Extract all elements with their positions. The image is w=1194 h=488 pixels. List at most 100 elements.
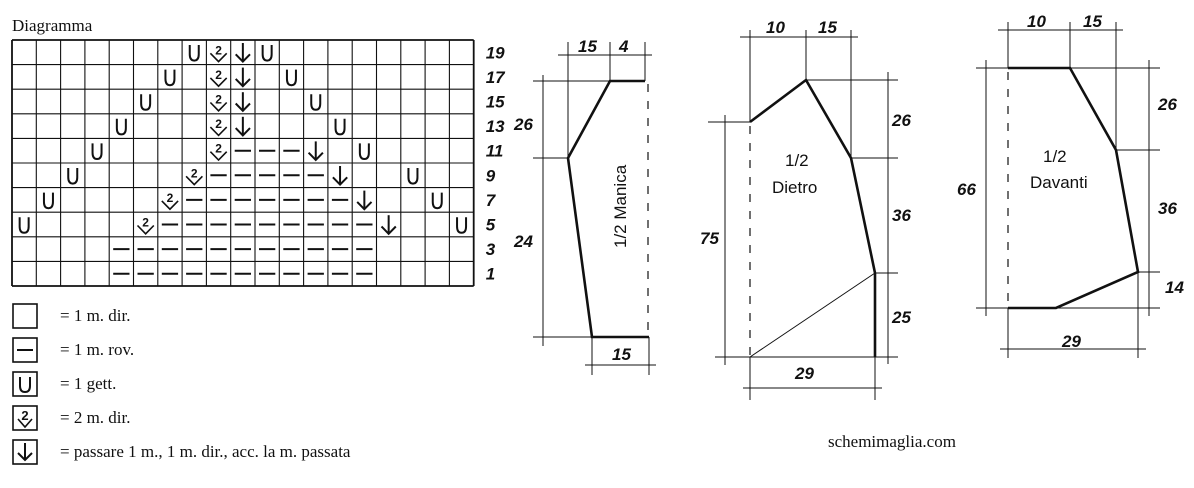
- yarnover-symbol: [67, 168, 79, 185]
- yarnover-symbol: [164, 69, 176, 87]
- front-dim-right-top: 26: [1157, 95, 1177, 114]
- row-number: 5: [486, 216, 496, 235]
- legend-row-yarnover: = 1 gett.: [12, 371, 532, 399]
- skp-symbol: [234, 116, 251, 137]
- svg-text:2: 2: [215, 43, 222, 57]
- sleeve-dim-bottom: 15: [612, 345, 631, 364]
- front-schematic: 10 15 26 36 14 66 29 1/2 Davanti: [957, 12, 1184, 358]
- yarnover-symbol: [334, 118, 346, 136]
- back-dim-bottom: 29: [794, 364, 814, 383]
- yarnover-symbol: [42, 192, 54, 210]
- back-dim-left: 75: [700, 229, 719, 248]
- empty-square-icon: [12, 303, 38, 329]
- svg-text:2: 2: [191, 166, 198, 180]
- row-number: 9: [486, 166, 496, 185]
- yarnover-symbol: [91, 143, 103, 161]
- sleeve-dim-upper: 26: [513, 115, 533, 134]
- row-number: 19: [486, 43, 505, 62]
- yarnover-symbol: [431, 192, 443, 210]
- legend-row-k2tog: 2 = 2 m. dir.: [12, 405, 532, 433]
- legend-text-yarnover: = 1 gett.: [60, 374, 117, 393]
- dash-square-icon: [12, 337, 38, 363]
- svg-text:2: 2: [167, 191, 174, 205]
- legend-text-purl: = 1 m. rov.: [60, 340, 135, 359]
- sleeve-label: 1/2 Manica: [611, 164, 630, 248]
- yarnover-symbol: [285, 69, 297, 87]
- front-label-name: Davanti: [1030, 173, 1088, 192]
- svg-text:2: 2: [142, 216, 149, 230]
- row-number: 1: [486, 265, 495, 284]
- back-dim-right-mid: 36: [892, 206, 911, 225]
- front-dim-top-left: 10: [1027, 12, 1046, 31]
- k2tog-symbol: 2: [209, 93, 228, 112]
- chart-symbols: 2 2 2 2 2 2 2 2: [18, 43, 468, 275]
- legend-row-skp: = passare 1 m., 1 m. dir., acc. la m. pa…: [12, 439, 532, 467]
- row-number: 7: [486, 191, 497, 210]
- yarnover-symbol: [115, 118, 127, 136]
- yarnover-symbol: [188, 45, 200, 62]
- svg-text:2: 2: [215, 68, 222, 82]
- legend-text-skp: = passare 1 m., 1 m. dir., acc. la m. pa…: [60, 442, 351, 461]
- legend-row-knit: = 1 m. dir.: [12, 303, 532, 331]
- svg-text:2: 2: [215, 117, 222, 131]
- yarnover-symbol: [18, 217, 30, 234]
- stitch-chart: 2 2 2 2 2 2 2 2 19 17 15 13 11 9 7 5 3 1: [11, 39, 506, 287]
- skp-symbol: [307, 141, 324, 162]
- skp-symbol: [356, 190, 373, 211]
- yarnover-symbol: [261, 45, 273, 62]
- row-number: 11: [486, 142, 504, 161]
- back-label-name: Dietro: [772, 178, 817, 197]
- front-label-fraction: 1/2: [1043, 147, 1067, 166]
- down-arrow-square-icon: [12, 439, 38, 465]
- back-dim-top-right: 15: [818, 18, 837, 37]
- chart-row-numbers: 19 17 15 13 11 9 7 5 3 1: [486, 43, 506, 283]
- back-schematic: 10 15 26 36 25 75 29 1/2 Dietro: [700, 18, 911, 400]
- back-dim-top-left: 10: [766, 18, 785, 37]
- skp-symbol: [234, 92, 251, 113]
- k2tog-symbol: 2: [209, 117, 228, 137]
- skp-symbol: [234, 43, 251, 64]
- row-number: 15: [486, 93, 505, 112]
- legend-text-knit: = 1 m. dir.: [60, 306, 131, 325]
- sleeve-outline: [566, 79, 649, 339]
- row-number: 13: [486, 117, 505, 136]
- k2tog-symbol: 2: [209, 43, 228, 63]
- k2tog-symbol: 2: [209, 142, 228, 162]
- k2tog-symbol: 2: [185, 166, 203, 186]
- front-outline-edge: [1008, 66, 1140, 310]
- front-dim-right-bottom: 14: [1165, 278, 1184, 297]
- front-dim-right-mid: 36: [1158, 199, 1177, 218]
- yarnover-symbol: [358, 143, 370, 161]
- legend-text-k2tog: = 2 m. dir.: [60, 408, 131, 427]
- svg-text:2: 2: [215, 142, 222, 156]
- back-dim-right-bottom: 25: [891, 308, 911, 327]
- website-credit: schemimaglia.com: [828, 432, 956, 451]
- row-number: 17: [486, 68, 506, 87]
- back-dim-right-top: 26: [891, 111, 911, 130]
- k2tog-symbol: 2: [161, 191, 179, 211]
- back-label-fraction: 1/2: [785, 151, 809, 170]
- svg-text:2: 2: [215, 93, 222, 107]
- front-dim-left: 66: [957, 180, 976, 199]
- u-square-icon: [12, 371, 38, 397]
- skp-symbol: [234, 67, 251, 88]
- k2tog-symbol: 2: [136, 216, 155, 235]
- sleeve-schematic: 15 4 26 24 15 1/2 Manica: [513, 37, 656, 375]
- svg-text:2: 2: [21, 408, 28, 423]
- legend-row-purl: = 1 m. rov.: [12, 337, 532, 365]
- row-number: 3: [486, 240, 496, 259]
- yarnover-symbol: [310, 94, 322, 111]
- chart-grid: [11, 39, 475, 287]
- sleeve-dim-top-right: 4: [618, 37, 629, 56]
- skp-symbol: [380, 215, 397, 236]
- front-dim-top-right: 15: [1083, 12, 1102, 31]
- yarnover-symbol: [456, 217, 468, 234]
- two-square-icon: 2: [12, 405, 38, 431]
- sleeve-dim-lower: 24: [513, 232, 533, 251]
- skp-symbol: [332, 166, 348, 187]
- yarnover-symbol: [140, 94, 152, 111]
- k2tog-symbol: 2: [209, 68, 228, 88]
- front-dim-bottom: 29: [1061, 332, 1081, 351]
